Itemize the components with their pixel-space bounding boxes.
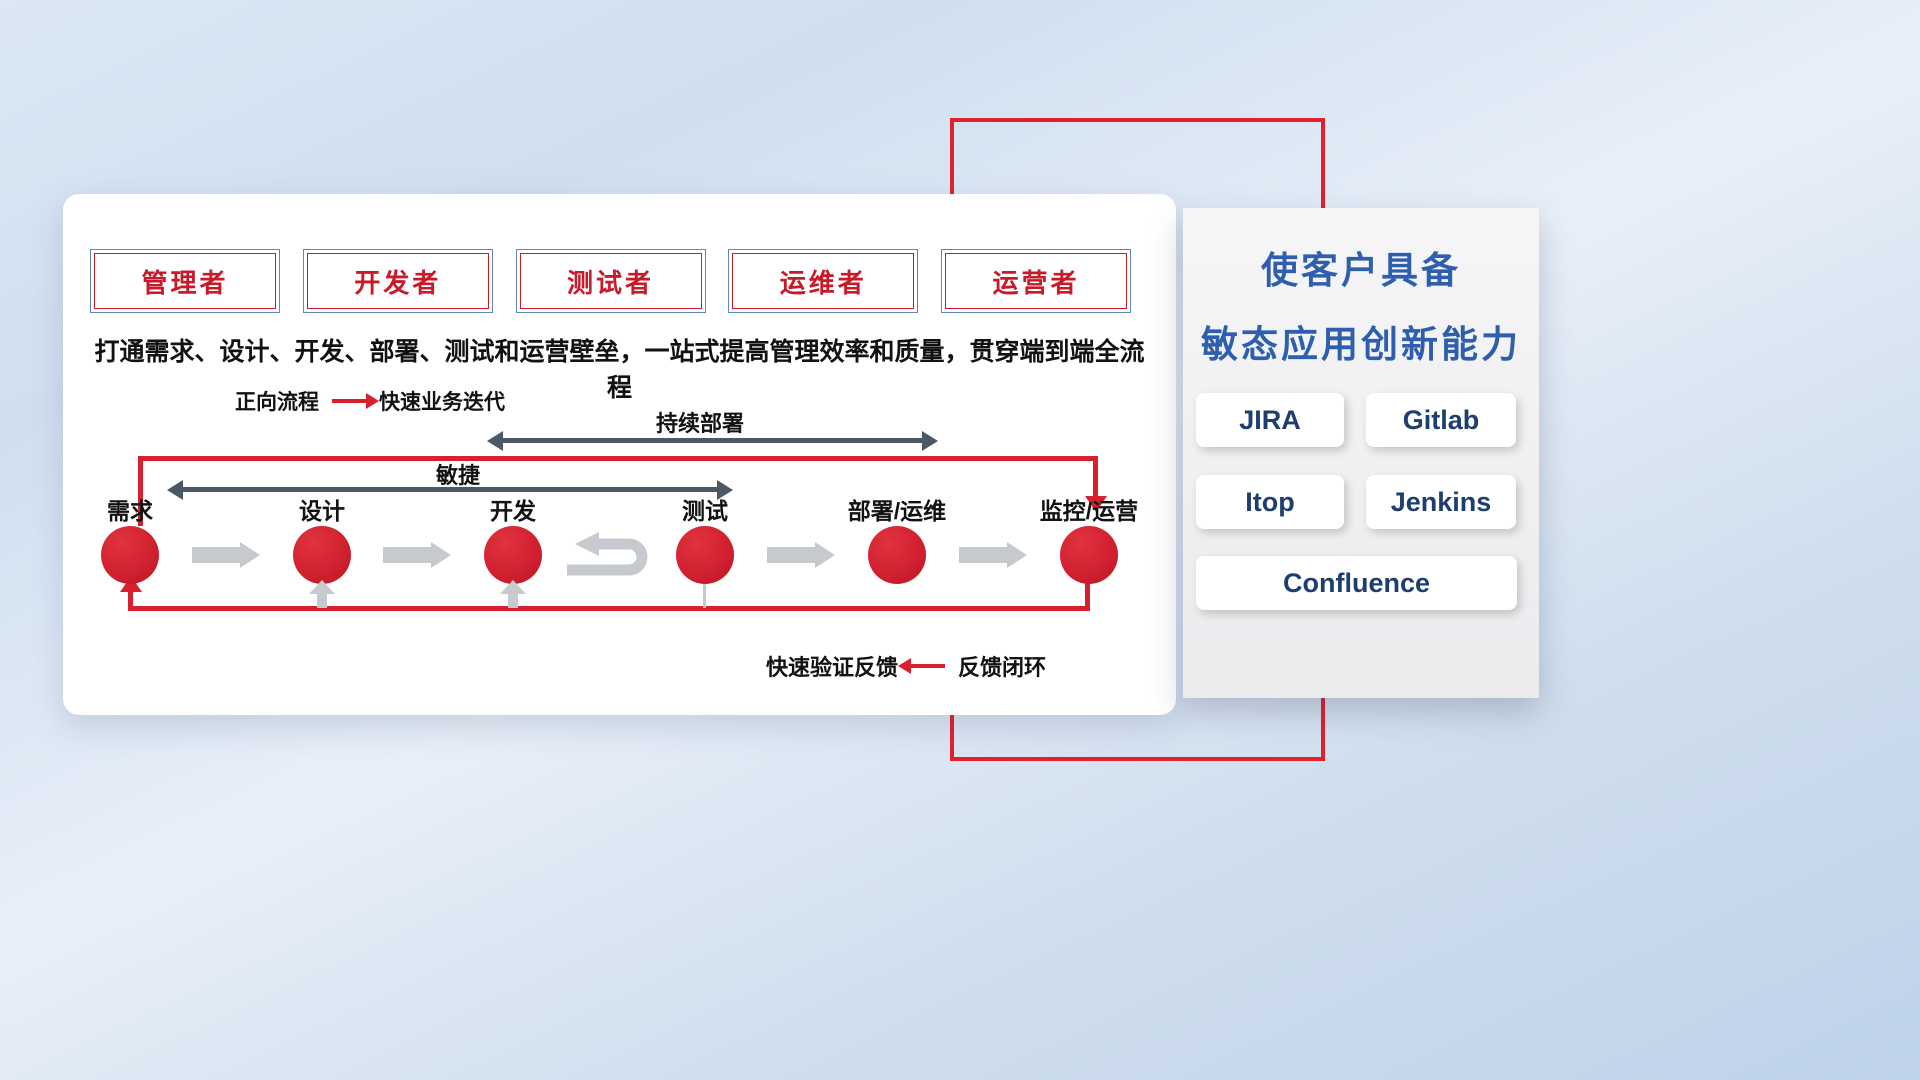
workflow-panel: 管理者 开发者 测试者 运维者 运营者 打通需求、设计、开发、部署、测试和运营壁… <box>63 194 1176 715</box>
roles-row: 管理者 开发者 测试者 运维者 运营者 <box>90 249 1131 313</box>
stage-label-deploy-ops: 部署/运维 <box>847 498 947 524</box>
loop-right-upper-line <box>1093 456 1098 498</box>
workflow-subtitle: 打通需求、设计、开发、部署、测试和运营壁垒，一站式提高管理效率和质量，贯穿端到端… <box>94 338 1145 402</box>
continuous-deploy-label: 持续部署 <box>655 411 744 436</box>
stage-node-monitor-ops <box>1060 526 1118 584</box>
stage-label-monitor-ops: 监控/运营 <box>1039 498 1139 524</box>
forward-arrow-icon <box>332 399 366 403</box>
iteration-loop-icon <box>559 530 659 589</box>
role-box-operator: 运营者 <box>941 249 1131 313</box>
role-label-manager: 管理者 <box>94 253 276 309</box>
legend-feedback-desc: 快速验证反馈 <box>766 655 899 680</box>
loop-bottom-line <box>128 606 1090 611</box>
tool-box-itop: Itop <box>1196 475 1344 529</box>
role-label-operator: 运营者 <box>945 253 1127 309</box>
continuous-deploy-span-arrow-icon <box>503 438 922 443</box>
role-box-developer: 开发者 <box>302 249 493 313</box>
capability-title-line2: 敏态应用创新能力 <box>1201 324 1521 365</box>
role-label-tester: 测试者 <box>519 253 702 309</box>
legend-feedback: 快速验证反馈 反馈闭环 <box>766 650 1046 682</box>
tool-box-jenkins: Jenkins <box>1366 475 1516 529</box>
stage-node-development <box>484 526 542 584</box>
loop-left-lower-line <box>128 592 133 608</box>
tool-box-gitlab: Gitlab <box>1366 393 1516 447</box>
legend-forward: 正向流程 快速业务迭代 <box>235 386 505 416</box>
stage-node-requirements <box>101 526 159 584</box>
role-label-developer: 开发者 <box>306 253 489 309</box>
legend-feedback-label: 反馈闭环 <box>958 655 1047 680</box>
capability-panel: 使客户具备 敏态应用创新能力 JIRA Gitlab Itop Jenkins … <box>1183 208 1539 698</box>
role-box-ops: 运维者 <box>728 249 919 313</box>
agile-label: 敏捷 <box>435 463 480 488</box>
stage-label-testing: 测试 <box>682 498 728 524</box>
stage-label-development: 开发 <box>490 498 536 524</box>
loop-top-line <box>138 456 1098 461</box>
feedback-up-arrow-icon-development <box>500 580 526 608</box>
flow-arrow-icon-1 <box>192 542 260 568</box>
stage-label-requirements: 需求 <box>107 498 153 524</box>
flow-arrow-icon-3 <box>767 542 835 568</box>
feedback-arrow-icon <box>911 664 946 668</box>
loop-left-upper-line <box>138 456 143 526</box>
stage-label-design: 设计 <box>299 498 345 524</box>
role-label-ops: 运维者 <box>732 253 915 309</box>
role-box-manager: 管理者 <box>90 249 280 313</box>
flow-arrow-icon-4 <box>959 542 1027 568</box>
testing-drop-line <box>703 584 706 608</box>
loop-right-lower-line <box>1085 582 1090 608</box>
capability-title-line1: 使客户具备 <box>1261 250 1461 291</box>
stage-node-testing <box>676 526 734 584</box>
stage-node-design <box>293 526 351 584</box>
role-box-tester: 测试者 <box>515 249 706 313</box>
tool-box-jira: JIRA <box>1196 393 1344 447</box>
stage-node-deploy-ops <box>868 526 926 584</box>
loop-down-arrowhead-icon <box>1085 496 1107 512</box>
feedback-up-arrow-icon-design <box>309 580 335 608</box>
tool-box-confluence: Confluence <box>1196 556 1517 610</box>
legend-forward-desc: 快速业务迭代 <box>379 391 505 414</box>
flow-arrow-icon-2 <box>383 542 451 568</box>
agile-span-arrow-icon <box>183 487 717 492</box>
legend-forward-label: 正向流程 <box>235 391 319 414</box>
